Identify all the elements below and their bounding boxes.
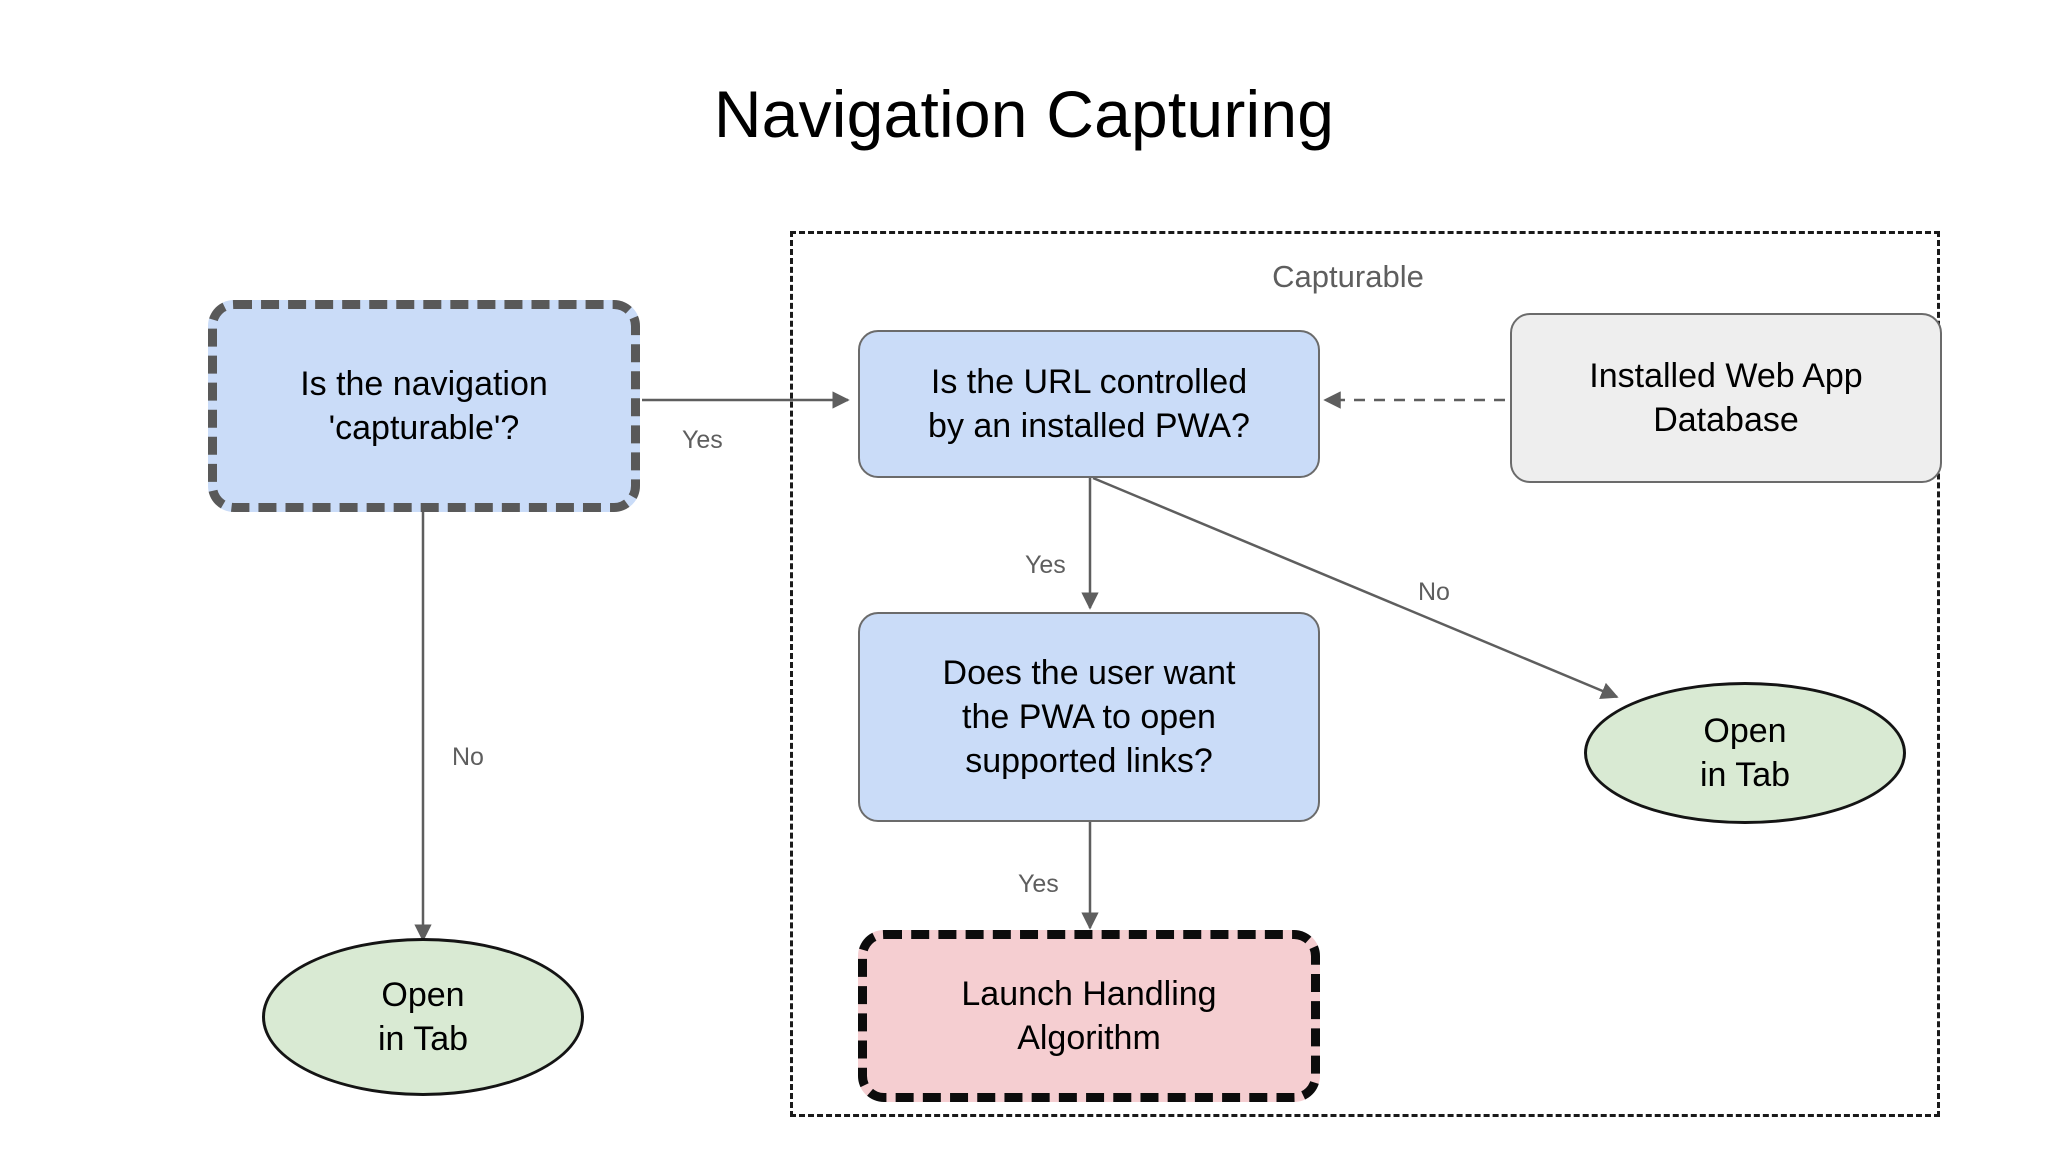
node-installed-web-app-database-label: Installed Web App Database xyxy=(1589,356,1863,439)
node-user-want-pwa[interactable]: Does the user want the PWA to open suppo… xyxy=(858,612,1320,822)
capturable-group-container xyxy=(790,231,1940,1117)
node-open-in-tab-left[interactable]: Open in Tab xyxy=(262,938,584,1096)
node-open-in-tab-right-label: Open in Tab xyxy=(1699,711,1791,794)
node-open-in-tab-right[interactable]: Open in Tab xyxy=(1584,682,1906,824)
node-launch-handling-algorithm-label: Launch Handling Algorithm xyxy=(961,974,1217,1057)
edge-label-url-no: No xyxy=(1418,578,1450,606)
node-user-want-pwa-label: Does the user want the PWA to open suppo… xyxy=(942,653,1236,781)
node-is-capturable-label: Is the navigation 'capturable'? xyxy=(300,364,548,447)
edge-label-capturable-yes: Yes xyxy=(682,426,723,454)
edge-label-user-yes: Yes xyxy=(1018,870,1059,898)
node-open-in-tab-left-label: Open in Tab xyxy=(377,975,469,1058)
node-installed-web-app-database[interactable]: Installed Web App Database xyxy=(1510,313,1942,483)
capturable-group-label: Capturable xyxy=(1272,259,1424,294)
node-launch-handling-algorithm[interactable]: Launch Handling Algorithm xyxy=(858,930,1320,1102)
node-url-controlled[interactable]: Is the URL controlled by an installed PW… xyxy=(858,330,1320,478)
node-url-controlled-label: Is the URL controlled by an installed PW… xyxy=(928,362,1250,445)
edge-label-url-yes: Yes xyxy=(1025,551,1066,579)
edge-label-capturable-no: No xyxy=(452,743,484,771)
page-title: Navigation Capturing xyxy=(713,77,1335,151)
node-is-capturable[interactable]: Is the navigation 'capturable'? xyxy=(208,300,640,512)
